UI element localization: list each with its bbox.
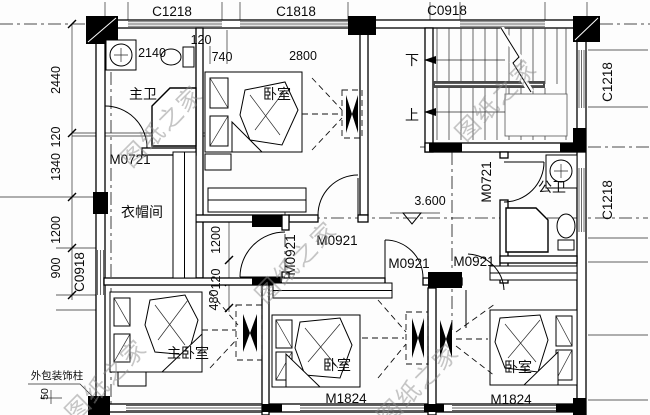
door-label-balcony2: M1824 (325, 391, 367, 406)
tv-icon-bedroom3 (440, 303, 496, 377)
doors (104, 105, 545, 328)
tv-icon-bedroom2 (362, 299, 429, 379)
room-label-bedroom3: 卧室 (504, 359, 532, 375)
window-label-right1: C1218 (600, 62, 615, 102)
public-bath-fixtures (505, 154, 578, 253)
door-label-bedroom3: M0921 (453, 254, 494, 269)
door-public-bath (503, 161, 545, 203)
master-bath-fixtures (105, 39, 197, 147)
stair-break-line (500, 27, 532, 93)
bed-bedroom2 (271, 314, 361, 388)
door-label-bedroom2: M0921 (388, 256, 429, 271)
window-label-top3: C0918 (427, 3, 467, 18)
window-label-right2: C1218 (600, 180, 615, 220)
wardrobes (172, 151, 578, 299)
toilet-icon (556, 213, 576, 251)
bedroom3-wardrobe (489, 265, 578, 281)
door-label-master-entry: M0921 (283, 234, 298, 275)
note-leader (28, 383, 98, 404)
door-bedroom2 (384, 239, 424, 279)
window-top-c1818 (240, 21, 348, 27)
bedroom-top-wardrobe (207, 187, 307, 213)
dim-50: 50 (39, 388, 51, 400)
door-label-master-bath: M0721 (109, 152, 150, 167)
dim-2140: 2140 (138, 46, 166, 60)
dim-2440: 2440 (49, 66, 63, 94)
tv-icon-master-bedroom (202, 291, 263, 369)
elevation-value: 3.600 (414, 194, 445, 208)
dim-120-inner: 120 (209, 269, 223, 290)
tv-icon-top-bedroom (302, 77, 363, 151)
bed-master-bedroom (109, 291, 203, 387)
door-label-public-bath: M0721 (479, 161, 494, 202)
elevation-marker (390, 212, 440, 225)
window-top-c0918 (460, 21, 545, 27)
window-label-top2: C1818 (276, 4, 316, 19)
toilet-icon (160, 46, 195, 68)
window-right-c1218-lower (578, 168, 585, 232)
room-label-master-bedroom: 主卧室 (167, 345, 209, 361)
door-label-hall: M0921 (316, 233, 357, 248)
room-label-closet: 衣帽间 (121, 204, 163, 220)
room-label-bedroom-top: 卧室 (263, 86, 291, 102)
structural-columns (86, 16, 600, 415)
stair-down-label: 下 (405, 52, 419, 68)
bed-top-bedroom (204, 71, 303, 171)
tv-symbols (202, 77, 496, 379)
stair-direction-arrows (424, 56, 505, 116)
shower-icon (505, 207, 549, 253)
dim-120-left: 120 (49, 127, 63, 148)
window-label-top1: C1218 (152, 4, 192, 19)
window-top-c1218 (128, 21, 222, 27)
dim-120-top: 120 (191, 33, 212, 47)
room-label-public-bath: 公卫 (538, 179, 566, 195)
dim-480: 480 (207, 290, 221, 311)
staircase (424, 26, 568, 140)
stair-landing-void (504, 93, 568, 137)
window-right-c1218-upper (578, 50, 585, 108)
room-label-master-bath: 主卫 (129, 86, 157, 102)
window-label-left1: C0918 (72, 252, 87, 292)
dim-1200-left: 1200 (49, 216, 63, 244)
stair-up-label: 上 (405, 107, 419, 123)
dim-1200-inner: 1200 (209, 226, 223, 254)
windows (97, 21, 585, 411)
dim-740: 740 (212, 50, 233, 64)
door-bedroom3 (465, 253, 505, 328)
door-master-entry (239, 231, 286, 278)
windows-bottom (126, 405, 556, 411)
door-label-balcony3: M1824 (490, 392, 532, 407)
door-master-bath (104, 105, 148, 149)
shower-icon (151, 87, 197, 147)
dim-900: 900 (49, 258, 63, 279)
bed-bedroom3 (489, 309, 578, 386)
dim-1340: 1340 (49, 153, 63, 181)
door-top-bedroom (317, 174, 359, 216)
room-label-bedroom2: 卧室 (323, 357, 351, 373)
closet-tall-cabinet (172, 151, 197, 279)
note-decorative-column: 外包装饰柱 (31, 369, 84, 382)
text-labels: C1218 C1818 C0918 C1218 C1218 C0918 M072… (31, 3, 615, 407)
window-left-c0918 (97, 250, 104, 295)
dim-2800: 2800 (289, 49, 317, 63)
bedroom2-wardrobe (272, 282, 393, 299)
